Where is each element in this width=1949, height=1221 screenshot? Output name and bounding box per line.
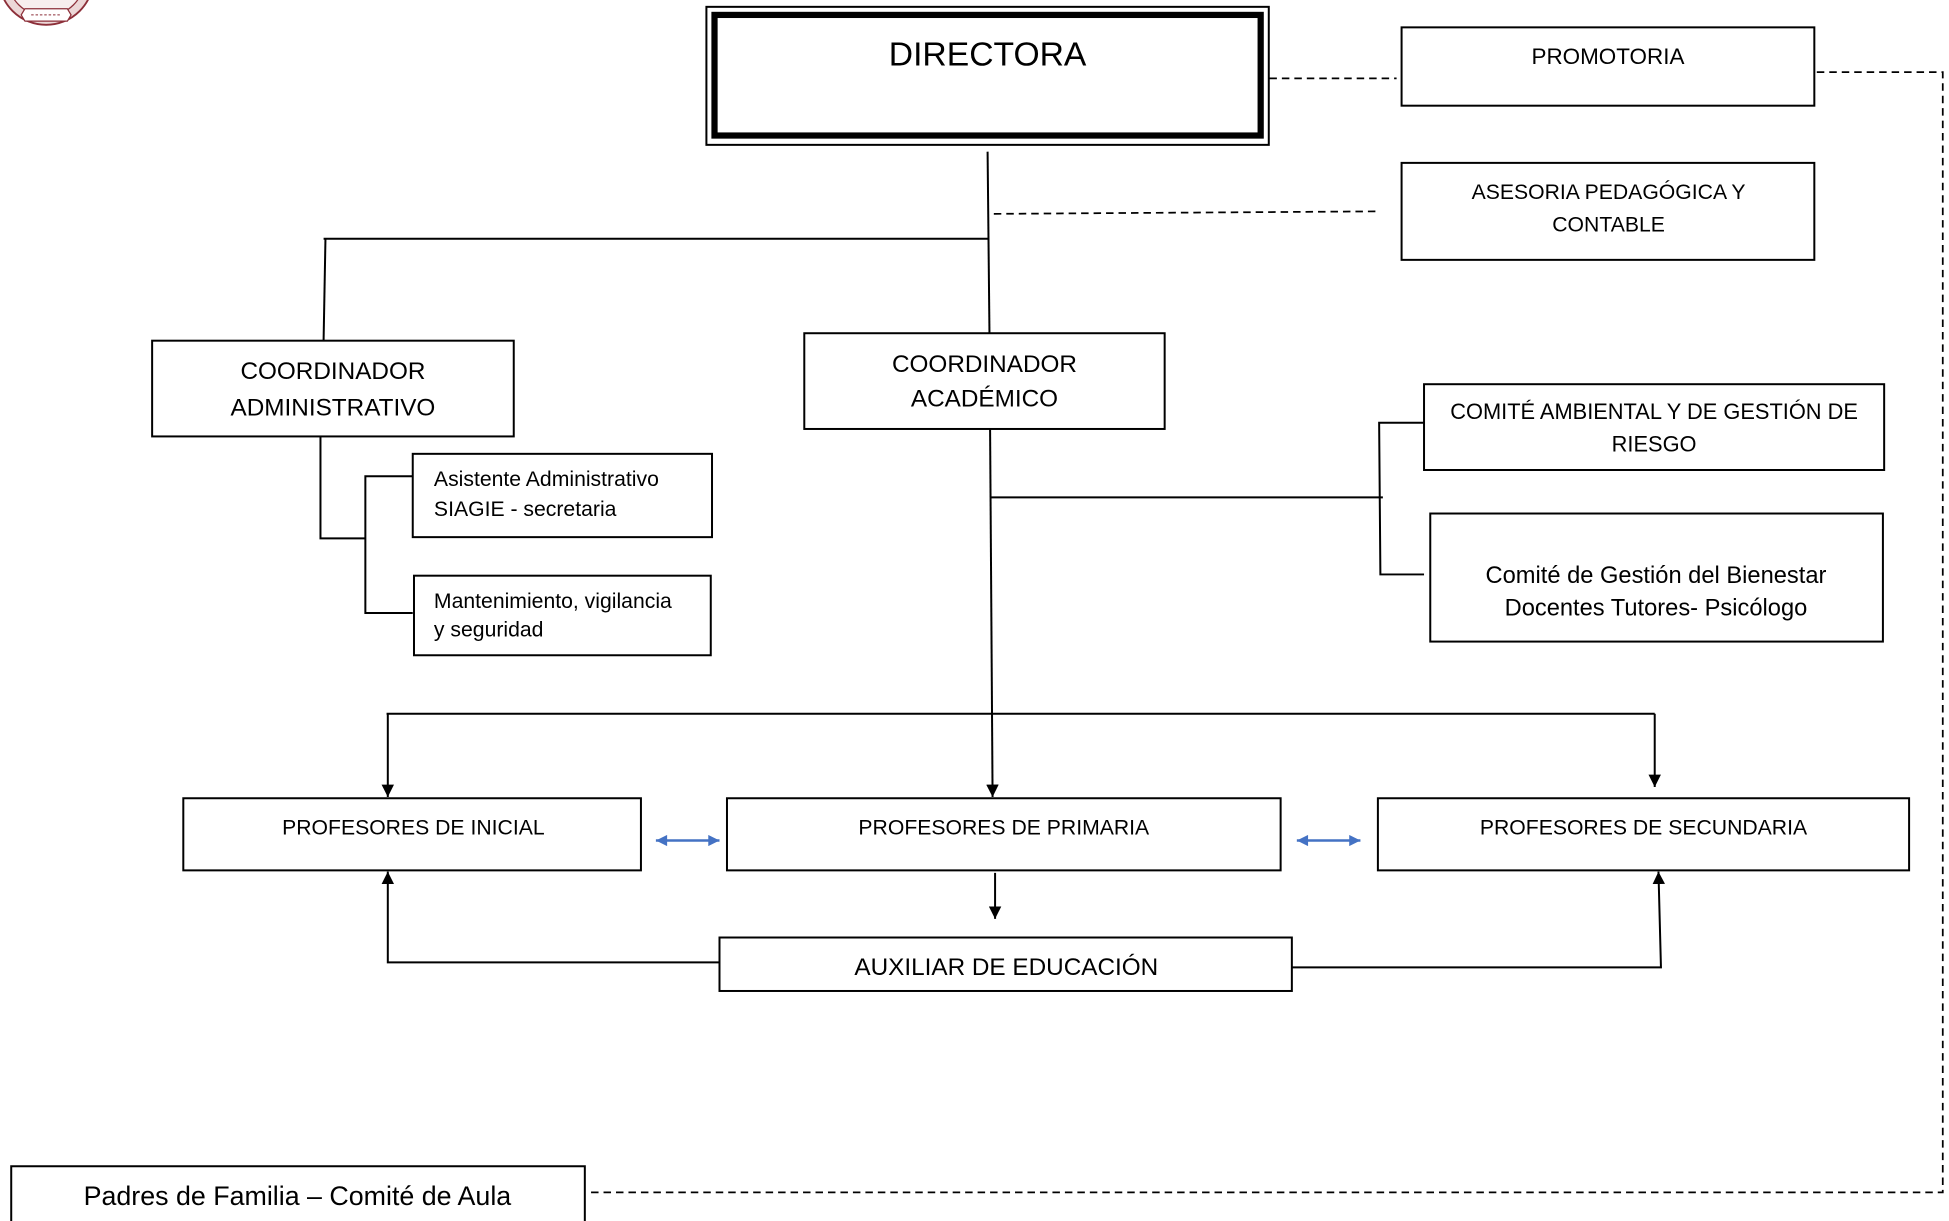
directora-inner-border <box>711 11 1264 139</box>
asesoria-label-line-1: ASESORIA PEDAGÓGICA Y <box>1472 179 1746 204</box>
mantenimiento-border <box>412 574 712 657</box>
school-crest-icon <box>3 0 89 26</box>
coordinador-administrativo-label-line-1: COORDINADOR <box>240 358 425 385</box>
coordinador-academico-border <box>803 332 1166 430</box>
connector-to-coordinador-administrativo <box>322 238 327 341</box>
mantenimiento-box: Mantenimiento, vigilancia y seguridad <box>412 574 712 657</box>
coordinador-administrativo-box: COORDINADOR ADMINISTRATIVO <box>151 339 515 438</box>
profesores-inicial-label: PROFESORES DE INICIAL <box>282 816 545 839</box>
connector-directora-down <box>986 151 991 334</box>
promotoria-label: PROMOTORIA <box>1531 44 1684 69</box>
promotoria-border <box>1400 26 1816 107</box>
profesores-primaria-border <box>725 797 1282 872</box>
asistente-administrativo-label-line-1: Asistente Administrativo <box>434 468 659 491</box>
padres-familia-label: Padres de Familia – Comité de Aula <box>84 1181 512 1211</box>
bracket-comites <box>1378 421 1425 576</box>
comite-bienestar-label-line-1: Comité de Gestión del Bienestar <box>1486 563 1827 589</box>
auxiliar-educacion-label: AUXILIAR DE EDUCACIÓN <box>854 954 1158 981</box>
asistente-administrativo-label-line-2: SIAGIE - secretaria <box>434 498 617 521</box>
arrow-academico-to-primaria <box>986 428 999 798</box>
arrow-auxiliar-to-inicial <box>381 871 720 964</box>
coordinador-administrativo-label-line-2: ADMINISTRATIVO <box>231 394 436 421</box>
profesores-primaria-label: PROFESORES DE PRIMARIA <box>858 816 1150 839</box>
arrow-auxiliar-to-secundaria <box>1291 871 1666 969</box>
comite-bienestar-box: Comité de Gestión del Bienestar Docentes… <box>1429 512 1884 643</box>
asistente-administrativo-box: Asistente Administrativo SIAGIE - secret… <box>411 452 714 539</box>
mantenimiento-label-line-2: y seguridad <box>434 619 544 642</box>
connector-administrativo-down <box>319 436 366 540</box>
auxiliar-educacion-border <box>718 936 1293 992</box>
coordinador-academico-label-line-1: COORDINADOR <box>892 351 1077 378</box>
asesoria-border <box>1400 161 1816 261</box>
asistente-administrativo-border <box>411 452 714 539</box>
asesoria-box: ASESORIA PEDAGÓGICA Y CONTABLE <box>1400 161 1816 261</box>
profesores-primaria-box: PROFESORES DE PRIMARIA <box>725 797 1282 872</box>
coordinador-academico-box: COORDINADOR ACADÉMICO <box>803 332 1166 430</box>
padres-familia-border <box>10 1165 586 1221</box>
directora-label: DIRECTORA <box>889 36 1087 73</box>
profesores-secundaria-border <box>1376 797 1911 872</box>
comite-ambiental-box: COMITÉ AMBIENTAL Y DE GESTIÓN DE RIESGO <box>1423 383 1886 471</box>
asesoria-label-line-2: CONTABLE <box>1552 213 1665 236</box>
comite-ambiental-label-line-2: RIESGO <box>1612 431 1697 456</box>
mantenimiento-label-line-1: Mantenimiento, vigilancia <box>434 590 672 613</box>
dashed-connector-promotoria-padres <box>586 71 1944 1194</box>
profesores-secundaria-label: PROFESORES DE SECUNDARIA <box>1480 816 1808 839</box>
coordinador-administrativo-border <box>151 339 515 438</box>
comite-bienestar-border <box>1429 512 1884 643</box>
padres-familia-box: Padres de Familia – Comité de Aula <box>10 1165 586 1221</box>
coordinador-academico-label-line-2: ACADÉMICO <box>911 386 1058 413</box>
profesores-inicial-box: PROFESORES DE INICIAL <box>182 797 642 872</box>
auxiliar-educacion-box: AUXILIAR DE EDUCACIÓN <box>718 936 1293 992</box>
dashed-connector-asesoria <box>993 210 1378 215</box>
profesores-secundaria-box: PROFESORES DE SECUNDARIA <box>1376 797 1911 872</box>
promotoria-box: PROMOTORIA <box>1400 26 1816 107</box>
comite-ambiental-label-line-1: COMITÉ AMBIENTAL Y DE GESTIÓN DE <box>1450 399 1858 424</box>
profesores-inicial-border <box>182 797 642 872</box>
directora-box: DIRECTORA <box>705 5 1270 146</box>
comite-bienestar-label-line-2: Docentes Tutores- Psicólogo <box>1505 596 1808 622</box>
directora-outer-border <box>705 5 1270 146</box>
bracket-administrativo-staff <box>364 475 413 614</box>
comite-ambiental-border <box>1423 383 1886 471</box>
